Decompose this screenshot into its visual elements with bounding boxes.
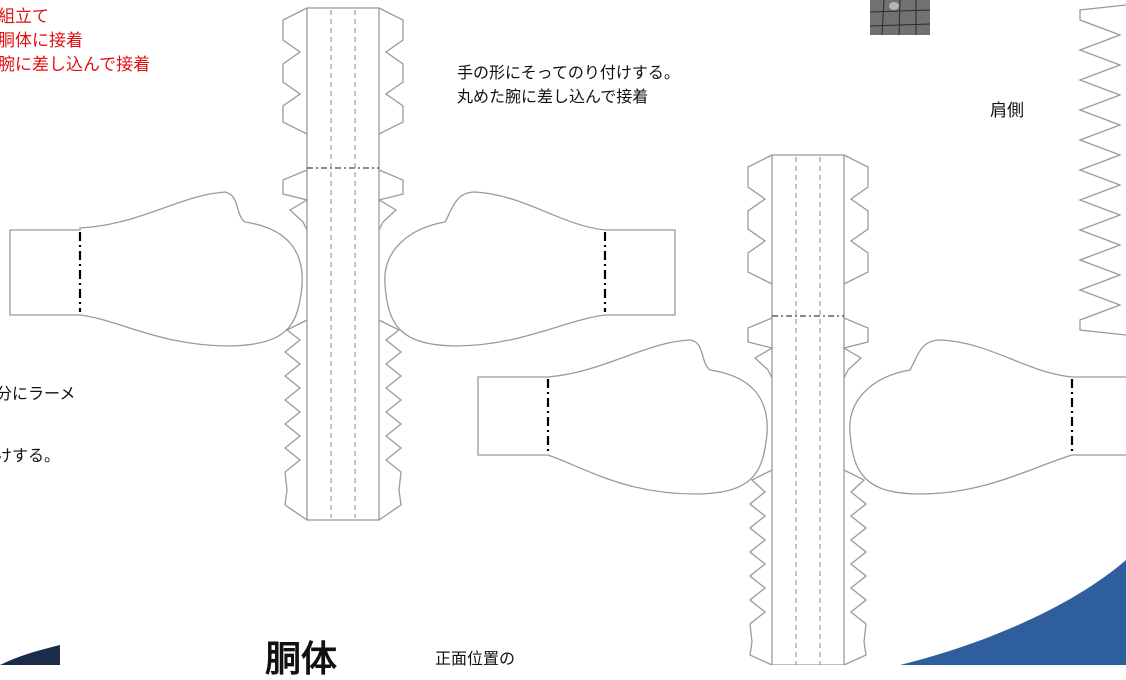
red-note-glue-body: 胴体に接着	[0, 31, 83, 51]
left-arm-lower-tabs-left	[283, 319, 308, 521]
right-arm-top-tabs-left	[747, 154, 773, 285]
blue-swoosh-decoration	[900, 560, 1126, 665]
right-arm-piece	[477, 154, 1126, 665]
right-arm-fold-guides	[795, 157, 821, 665]
left-arm-fold-guides	[330, 10, 356, 518]
red-note-assembly: 組立て	[0, 7, 49, 27]
right-arm-strip	[771, 154, 845, 665]
hand-instruction-line1: 手の形にそってのり付けする。	[457, 63, 680, 82]
right-arm-cut-marks	[546, 379, 1074, 453]
hand-instruction-line2: 丸めた腕に差し込んで接着	[457, 87, 649, 106]
right-arm-mid-tabs-right	[842, 317, 869, 379]
right-mitten-outline	[384, 191, 676, 347]
left-arm-top-tabs-right	[378, 7, 404, 135]
front-position-label: 正面位置の	[435, 649, 516, 668]
right-piece-right-mitten	[849, 339, 1126, 495]
right-arm-mid-tabs-left	[747, 317, 774, 379]
reference-photo-thumbnail	[870, 0, 930, 35]
left-arm-strip	[306, 7, 380, 521]
left-arm-mid-tabs-right	[377, 169, 404, 231]
right-arm-lower-tabs-left	[748, 469, 773, 665]
left-arm-top-tabs-left	[282, 7, 308, 135]
dark-swoosh-decoration	[0, 645, 60, 665]
left-mitten-outline	[9, 191, 303, 347]
left-note-fragment-1: 分にラーメ	[0, 384, 76, 403]
far-right-zigzag-edge	[1078, 4, 1126, 336]
red-note-insert-arm: 腕に差し込んで接着	[0, 55, 151, 75]
right-arm-lower-tabs-right	[843, 469, 868, 665]
left-note-fragment-2: けする。	[0, 446, 61, 465]
left-arm-piece	[9, 7, 676, 521]
right-piece-left-mitten	[477, 339, 768, 495]
left-arm-mid-tabs-left	[282, 169, 309, 231]
papercraft-pattern	[0, 4, 1126, 665]
body-title: 胴体	[265, 639, 338, 680]
left-arm-cut-marks	[78, 232, 607, 312]
right-arm-top-tabs-right	[843, 154, 869, 285]
shoulder-side-label: 肩側	[990, 101, 1024, 121]
left-arm-lower-tabs-right	[378, 319, 403, 521]
